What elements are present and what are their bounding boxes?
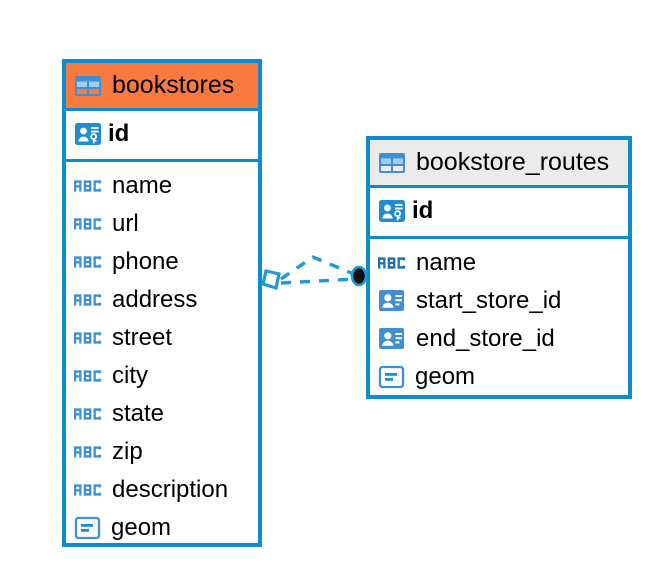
field-row-primary-key[interactable]: id bbox=[74, 115, 258, 153]
entity-bookstore-routes[interactable]: bookstore_routes id bbox=[366, 136, 632, 399]
field-row-primary-key[interactable]: id bbox=[378, 192, 628, 230]
field-label: city bbox=[112, 362, 148, 389]
text-abc-icon bbox=[74, 444, 102, 460]
text-abc-icon bbox=[74, 292, 102, 308]
text-abc-icon bbox=[74, 330, 102, 346]
geometry-icon bbox=[378, 364, 405, 390]
primary-key-section-bookstores: id bbox=[66, 111, 258, 162]
field-label: url bbox=[112, 210, 139, 237]
field-row-start-store-id[interactable]: start_store_id bbox=[378, 282, 628, 320]
primary-key-icon bbox=[378, 197, 406, 225]
text-abc-icon bbox=[74, 178, 102, 194]
entity-header-bookstore-routes[interactable]: bookstore_routes bbox=[370, 140, 628, 188]
primary-key-icon bbox=[74, 120, 102, 148]
field-row-url[interactable]: url bbox=[74, 205, 258, 243]
field-label: zip bbox=[112, 438, 143, 465]
relationship-line-upper bbox=[280, 255, 357, 281]
text-abc-icon bbox=[74, 254, 102, 270]
field-label: geom bbox=[111, 514, 172, 541]
foreign-key-icon bbox=[378, 326, 406, 352]
field-row-geom[interactable]: geom bbox=[378, 358, 628, 396]
field-label: description bbox=[112, 476, 229, 503]
fields-section-bookstore-routes: name start_store_id bbox=[370, 239, 628, 402]
text-abc-icon bbox=[74, 482, 102, 498]
relationship-line-lower bbox=[280, 277, 357, 285]
field-row-city[interactable]: city bbox=[74, 357, 258, 395]
field-label: start_store_id bbox=[416, 287, 562, 314]
text-abc-icon bbox=[74, 368, 102, 384]
text-abc-icon bbox=[74, 216, 102, 232]
field-label: street bbox=[112, 324, 173, 351]
field-label: name bbox=[416, 249, 477, 276]
field-row-geom[interactable]: geom bbox=[74, 509, 258, 547]
field-row-state[interactable]: state bbox=[74, 395, 258, 433]
field-row-name[interactable]: name bbox=[378, 244, 628, 282]
filled-circle-marker bbox=[350, 265, 368, 287]
geometry-icon bbox=[74, 515, 101, 541]
field-label: state bbox=[112, 400, 165, 427]
field-label: address bbox=[112, 286, 198, 313]
field-row-name[interactable]: name bbox=[74, 167, 258, 205]
field-row-zip[interactable]: zip bbox=[74, 433, 258, 471]
entity-header-bookstores[interactable]: bookstores bbox=[66, 63, 258, 111]
entity-title: bookstores bbox=[112, 71, 235, 99]
relationship-connector[interactable] bbox=[255, 243, 375, 305]
field-label: phone bbox=[112, 248, 179, 275]
fields-section-bookstores: name bbox=[66, 162, 258, 553]
field-row-street[interactable]: street bbox=[74, 319, 258, 357]
field-row-end-store-id[interactable]: end_store_id bbox=[378, 320, 628, 358]
primary-key-label: id bbox=[108, 120, 130, 147]
field-label: end_store_id bbox=[416, 325, 555, 352]
foreign-key-icon bbox=[378, 288, 406, 314]
primary-key-section-bookstore-routes: id bbox=[370, 188, 628, 239]
field-row-phone[interactable]: phone bbox=[74, 243, 258, 281]
entity-bookstores[interactable]: bookstores id bbox=[62, 59, 262, 547]
diamond-marker bbox=[261, 269, 281, 291]
field-row-description[interactable]: description bbox=[74, 471, 258, 509]
table-icon bbox=[74, 74, 102, 98]
primary-key-label: id bbox=[412, 197, 434, 224]
field-label: name bbox=[112, 172, 173, 199]
field-row-address[interactable]: address bbox=[74, 281, 258, 319]
text-abc-icon bbox=[378, 255, 406, 271]
entity-title: bookstore_routes bbox=[416, 148, 610, 176]
text-abc-icon bbox=[74, 406, 102, 422]
field-label: geom bbox=[415, 363, 476, 390]
table-icon bbox=[378, 151, 406, 175]
